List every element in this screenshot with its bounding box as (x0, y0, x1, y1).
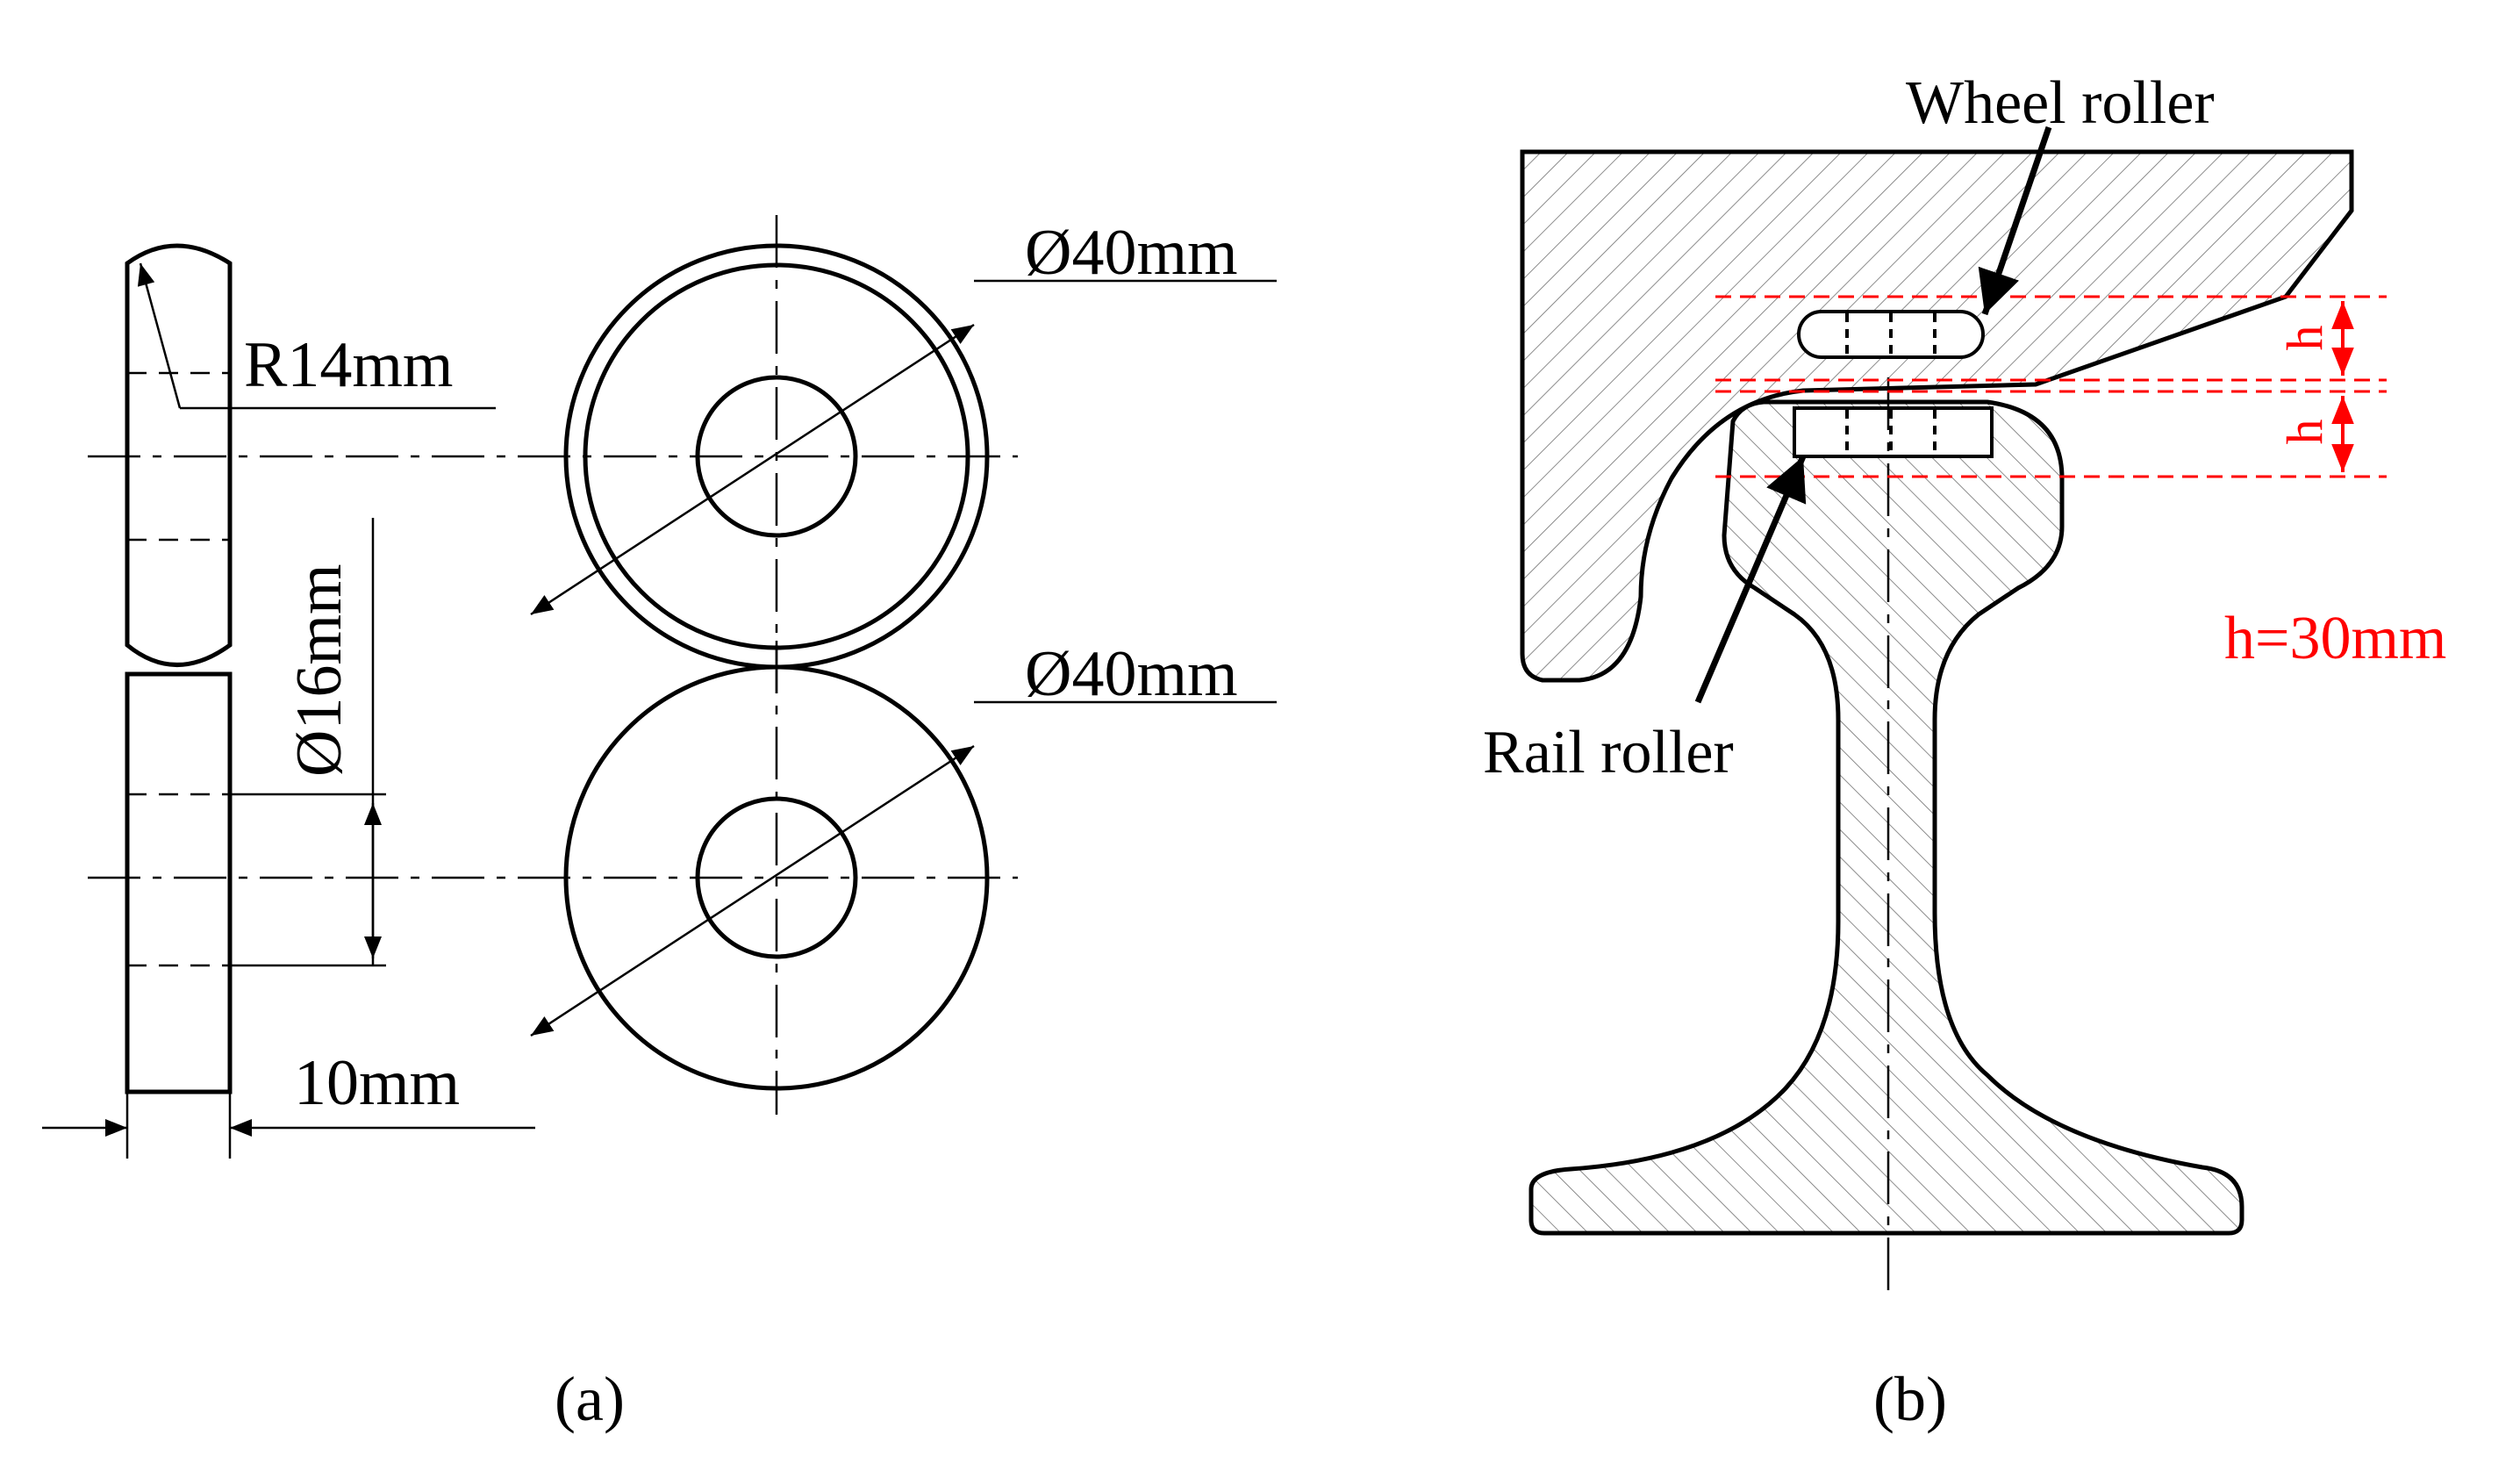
panel-a-drawing (42, 215, 1277, 1159)
radius-label: R14mm (244, 329, 453, 401)
thickness-dimension (42, 1092, 535, 1159)
rail-body (1528, 399, 2244, 1236)
radius-leader (137, 262, 496, 410)
height-reference-lines (1715, 295, 2387, 478)
caption-a: (a) (555, 1364, 625, 1434)
center-lines-a (88, 215, 1018, 1115)
callout-arrows (1694, 126, 2052, 704)
caption-b: (b) (1873, 1364, 1947, 1434)
panel-b-drawing (1520, 126, 2387, 1290)
height-label-bottom: h (2276, 420, 2333, 445)
wheel-roller-label: Wheel roller (1906, 69, 2215, 137)
height-value-label: h=30mm (2224, 605, 2446, 672)
inner-diameter-label: Ø16mm (283, 563, 355, 777)
diameter-leaders (530, 279, 1277, 1037)
diameter-top-label: Ø40mm (1025, 217, 1238, 289)
rail-roller (1793, 406, 1994, 458)
height-label-top: h (2276, 326, 2333, 351)
wheel-roller (1797, 310, 1985, 359)
thickness-label: 10mm (294, 1047, 460, 1119)
side-view-top-roller (125, 243, 233, 667)
diameter-bottom-label: Ø40mm (1025, 638, 1238, 710)
side-view-hidden-lines (127, 371, 230, 967)
rail-roller-label: Rail roller (1483, 719, 1734, 786)
bore-dimension (230, 518, 386, 967)
side-view-bottom-roller (125, 671, 233, 1094)
